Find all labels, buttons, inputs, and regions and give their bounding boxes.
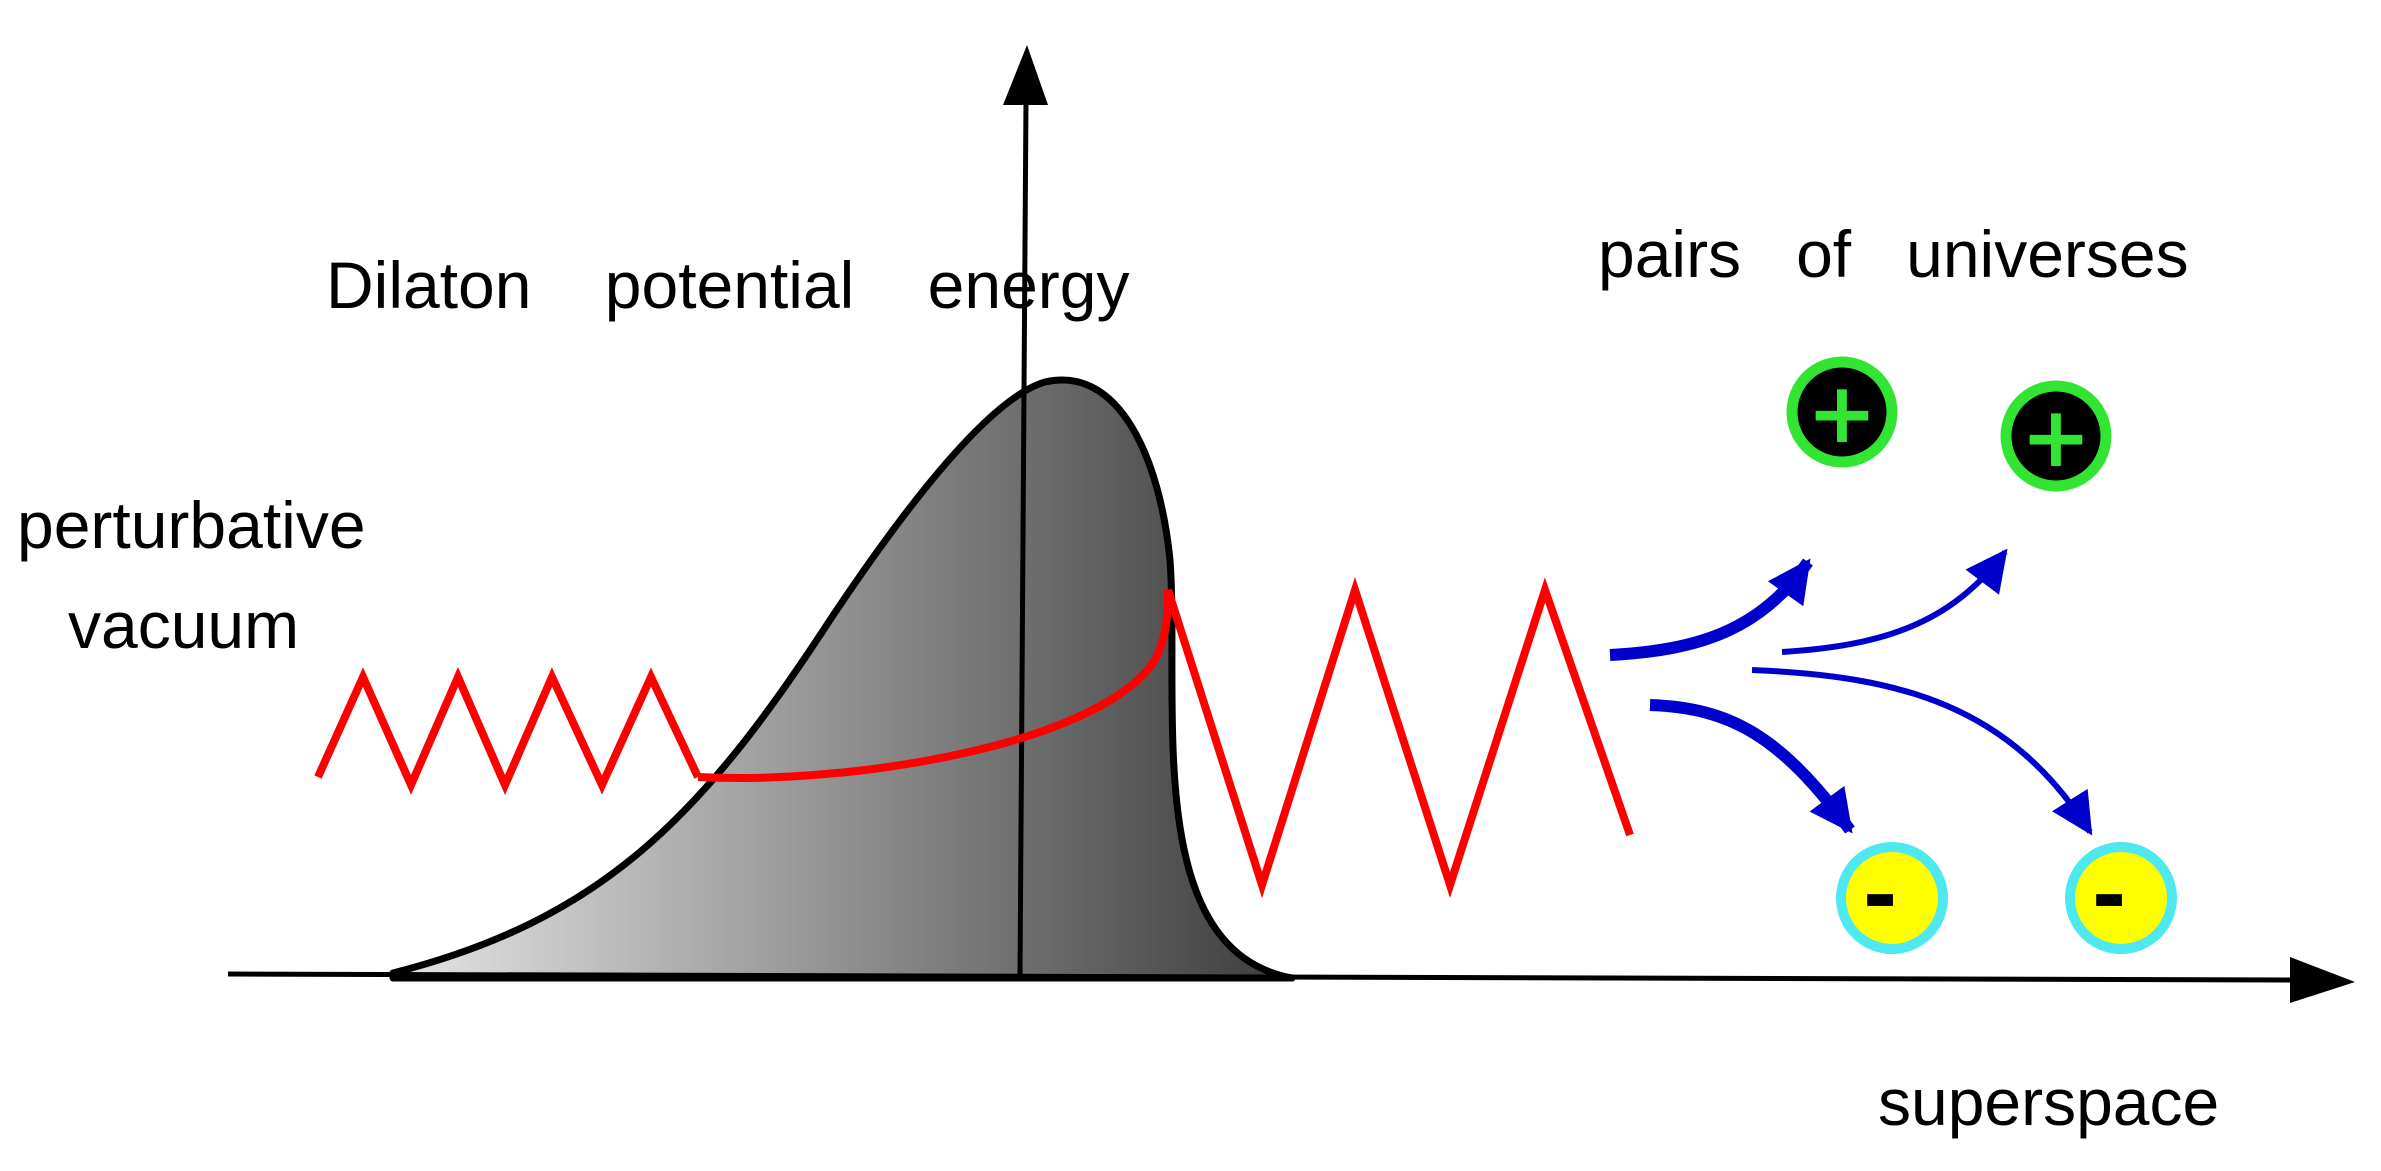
plus-universe-1-sign: + [1807, 364, 1877, 462]
perturbative-label: perturbative [17, 488, 366, 562]
potential-axis [1017, 99, 1029, 976]
plus-universe-2: + [2000, 380, 2112, 492]
thick-arrow-up [1609, 558, 1813, 661]
minus-universe-1: - [1836, 842, 1948, 954]
minus-universe-1-disc [1836, 842, 1948, 954]
plus-universe-2-disc [2000, 380, 2112, 492]
minus-universe-2-sign: - [2092, 846, 2127, 944]
potential-axis-arrowhead [1003, 45, 1048, 105]
plus-universe-1-disc [1786, 356, 1898, 468]
thin-arrow-down [1751, 667, 2093, 836]
vacuum-zigzag [314, 666, 702, 796]
superspace-axis [227, 971, 2301, 983]
plus-universe-2-sign: + [2021, 388, 2091, 486]
pairs-of-universes-label: pairs of universes [1598, 217, 2189, 291]
minus-universe-2-disc [2065, 842, 2177, 954]
tunneling-path [697, 589, 1172, 782]
thick-arrow-down [1649, 699, 1855, 834]
title-label: Dilaton potential energy [326, 248, 1129, 322]
plus-universe-1: + [1786, 356, 1898, 468]
minus-universe-2: - [2065, 842, 2177, 954]
thin-arrow-up [1781, 548, 2008, 655]
vacuum-label: vacuum [68, 588, 299, 662]
superspace-axis-arrowhead [2290, 957, 2355, 1003]
minus-universe-1-sign: - [1863, 846, 1898, 944]
emerging-zigzag [1164, 576, 1634, 899]
potential-barrier [389, 376, 1296, 982]
superspace-label: superspace [1878, 1065, 2219, 1139]
